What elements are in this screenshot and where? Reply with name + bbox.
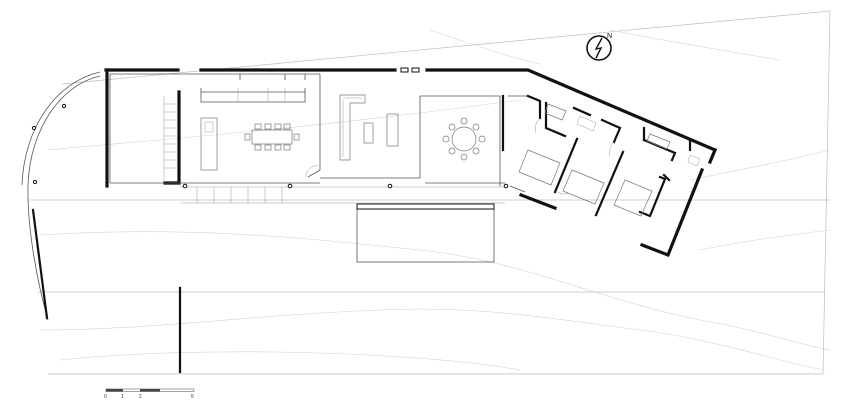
curved-garden-wall (21, 71, 101, 321)
house-walls (104, 67, 718, 258)
dining-table (244, 123, 300, 151)
round-table (442, 117, 486, 161)
scale-tick-1: 1 (121, 394, 124, 400)
scale-tick-5: 5 (191, 394, 194, 400)
scale-tick-2: 2 (139, 394, 142, 400)
north-arrow: N (586, 33, 612, 61)
north-label: N (607, 33, 612, 40)
entry-stair (163, 96, 178, 180)
living-sofa (339, 94, 399, 161)
bedroom-wing (305, 94, 701, 218)
columns (182, 183, 509, 189)
pool (356, 203, 495, 263)
interior-outlines (109, 73, 528, 193)
scale-tick-0: 0 (104, 394, 107, 400)
kitchen (200, 74, 306, 171)
terrace (180, 186, 505, 204)
terrain-contours (39, 29, 831, 371)
scale-bar: 0 1 2 5 (104, 388, 195, 400)
site-boundary (30, 10, 831, 375)
